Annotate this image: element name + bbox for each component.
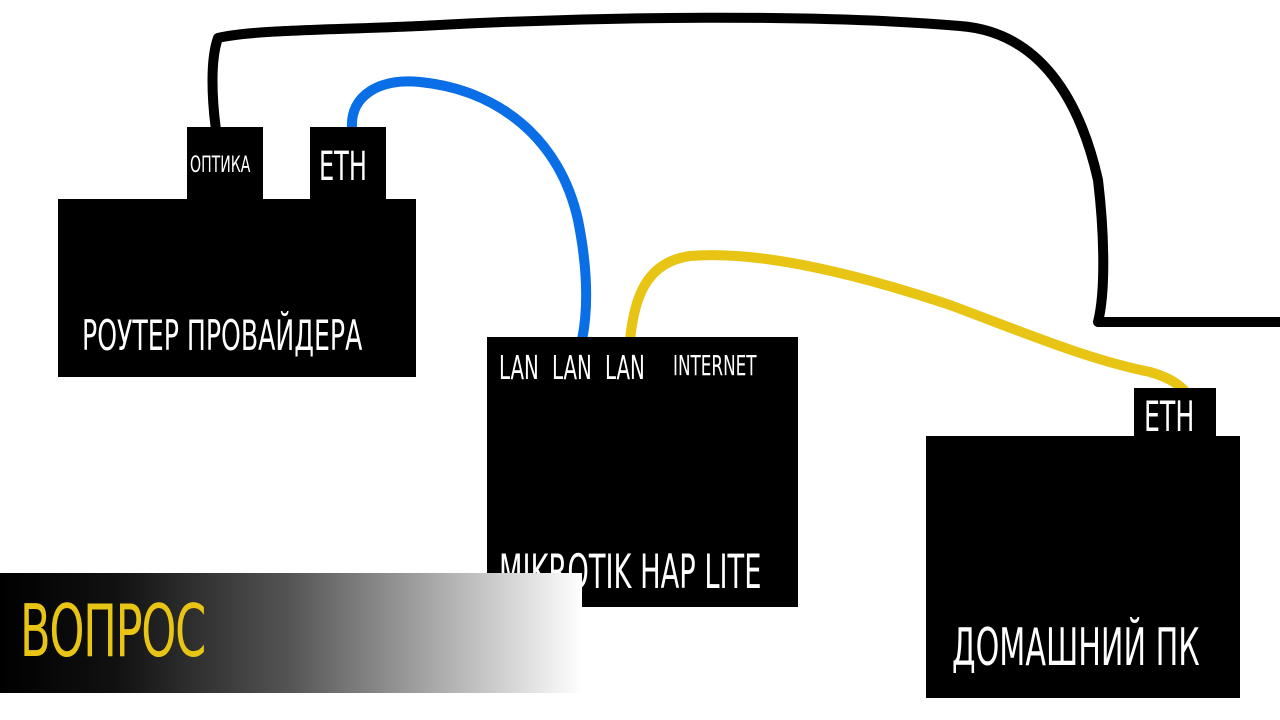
mikrotik-port-lan-3: LAN [605,348,645,387]
provider-router: РОУТЕР ПРОВАЙДЕРА [58,199,416,377]
home-pc-title: ДОМАШНИЙ ПК [952,618,1200,678]
mikrotik-port-lan-2: LAN [552,348,592,387]
mikrotik-port-lan-1: LAN [499,348,539,387]
question-banner-text: ВОПРОС [20,589,206,673]
router-eth-port-label: ETH [319,144,367,190]
home-pc: ДОМАШНИЙ ПК [926,436,1240,698]
blue-cable [346,76,592,345]
optic-cable [207,12,1280,327]
optika-port: ОПТИКА [187,127,263,201]
pc-eth-port-label: ETH [1144,392,1195,441]
mikrotik-port-internet: INTERNET [673,349,757,382]
yellow-cable [625,250,1189,395]
optika-port-label: ОПТИКА [190,153,251,178]
mikrotik-device: LAN LAN LAN INTERNET MIKROTIK HAP LITE [487,337,798,607]
question-banner [0,573,582,693]
provider-router-title: РОУТЕР ПРОВАЙДЕРА [82,311,363,360]
router-eth-port: ETH [310,127,386,201]
pc-eth-port: ETH [1134,388,1216,440]
